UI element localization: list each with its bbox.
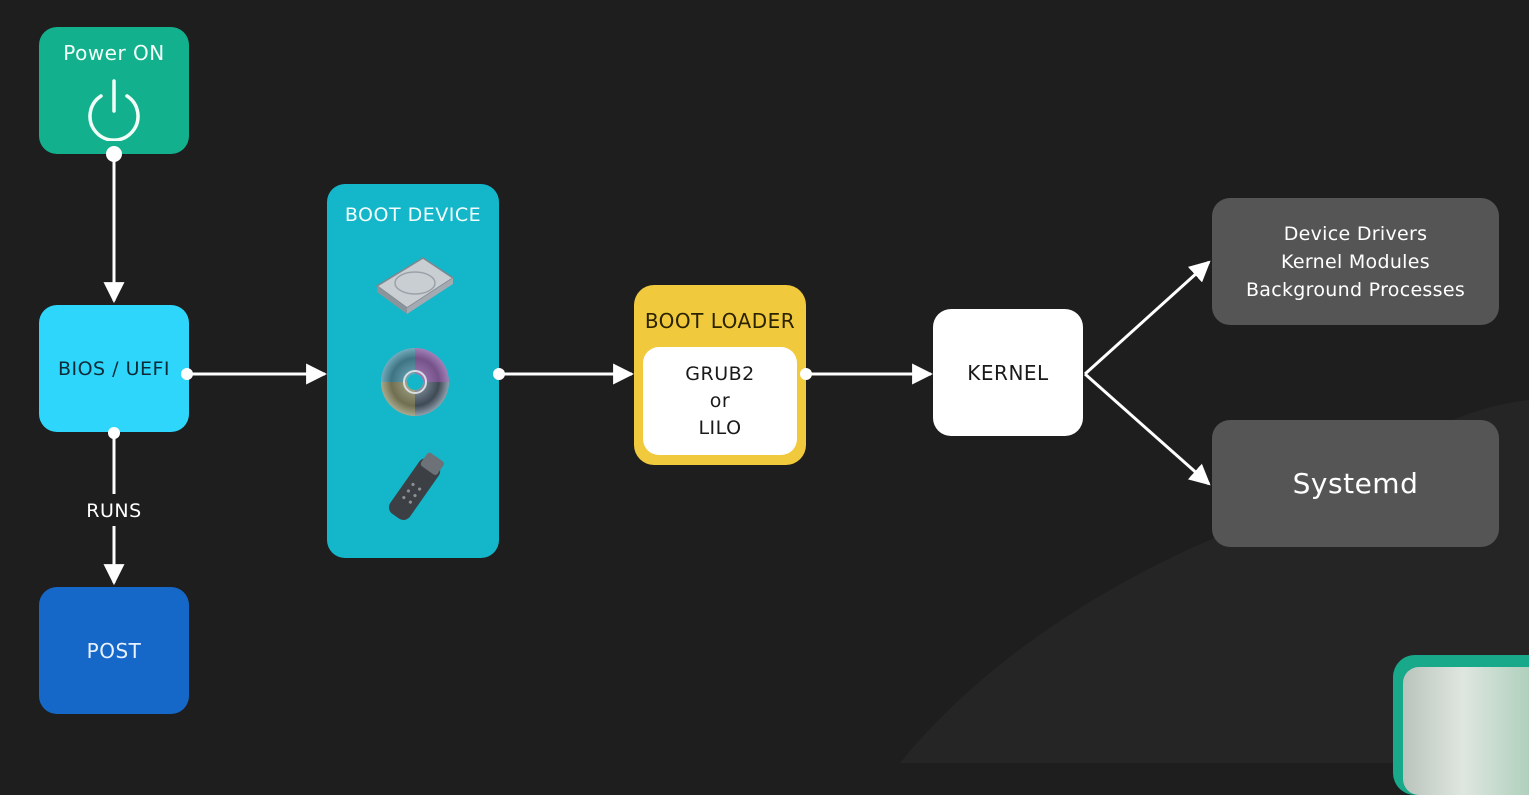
bios-uefi-label: BIOS / UEFI — [57, 357, 171, 380]
power-icon — [88, 79, 140, 141]
usb-drive-icon — [388, 452, 444, 520]
boot-loader-option-lilo: LILO — [698, 416, 742, 439]
boot-device-node: BOOT DEVICE — [327, 184, 499, 558]
arrow-kernel-to-systemd — [1084, 372, 1211, 486]
post-node: POST — [39, 587, 189, 714]
hard-disk-icon — [375, 257, 455, 314]
background-processes-text: Background Processes — [1245, 278, 1466, 301]
bios-uefi-node: BIOS / UEFI — [39, 305, 189, 432]
kernel-modules-text: Kernel Modules — [1281, 250, 1430, 273]
post-label: POST — [86, 638, 142, 663]
arrow-kernel-to-drivers — [1083, 260, 1211, 376]
boot-loader-label: BOOT LOADER — [644, 309, 796, 333]
webcam-feed — [1403, 667, 1529, 795]
boot-loader-node: BOOT LOADER GRUB2 or LILO — [634, 285, 806, 465]
power-on-label: Power ON — [63, 41, 165, 65]
power-on-node: Power ON — [39, 27, 189, 154]
connector-dot — [106, 146, 122, 162]
boot-loader-options: GRUB2 or LILO — [643, 347, 797, 455]
connector-dot — [108, 427, 120, 439]
webcam-overlay — [1393, 655, 1529, 795]
boot-device-label: BOOT DEVICE — [344, 204, 482, 226]
boot-loader-option-grub2: GRUB2 — [685, 362, 755, 385]
drivers-modules-node: Device Drivers Kernel Modules Background… — [1212, 198, 1499, 325]
systemd-node: Systemd — [1212, 420, 1499, 547]
kernel-label: KERNEL — [967, 360, 1049, 385]
boot-loader-option-or: or — [709, 389, 731, 412]
device-drivers-text: Device Drivers — [1283, 222, 1428, 245]
systemd-label: Systemd — [1292, 467, 1419, 500]
connector-dot — [493, 368, 505, 380]
connector-dot — [800, 368, 812, 380]
runs-label: RUNS — [74, 498, 154, 524]
connectors — [103, 146, 1211, 586]
optical-disc-icon — [381, 348, 449, 416]
kernel-node: KERNEL — [933, 309, 1083, 436]
connector-dot — [181, 368, 193, 380]
